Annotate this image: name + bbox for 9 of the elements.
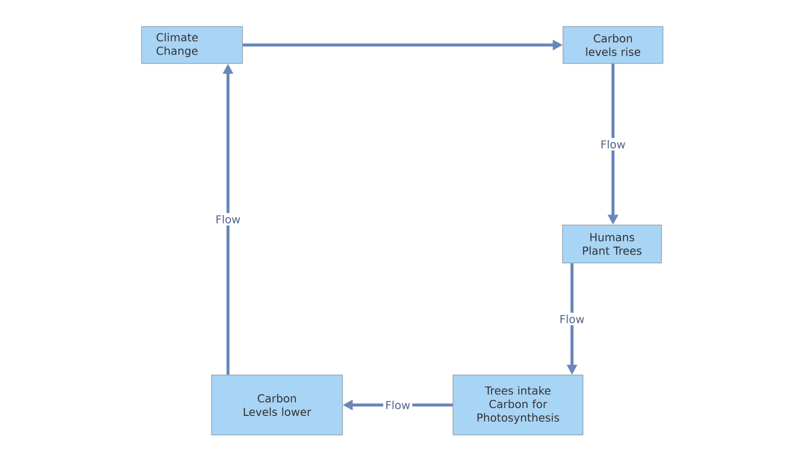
process-box: Carbon levels rise — [562, 26, 664, 64]
process-box: Humans Plant Trees — [562, 224, 662, 264]
process-box: Trees intake Carbon for Photosynthesis — [452, 374, 584, 436]
edge-label: Flow — [557, 312, 587, 326]
process-box: Carbon Levels lower — [211, 374, 343, 436]
edge-label: Flow — [213, 212, 243, 226]
edge-label: Flow — [383, 398, 412, 412]
process-box: Climate Change — [141, 26, 243, 64]
edge-label: Flow — [598, 138, 628, 150]
